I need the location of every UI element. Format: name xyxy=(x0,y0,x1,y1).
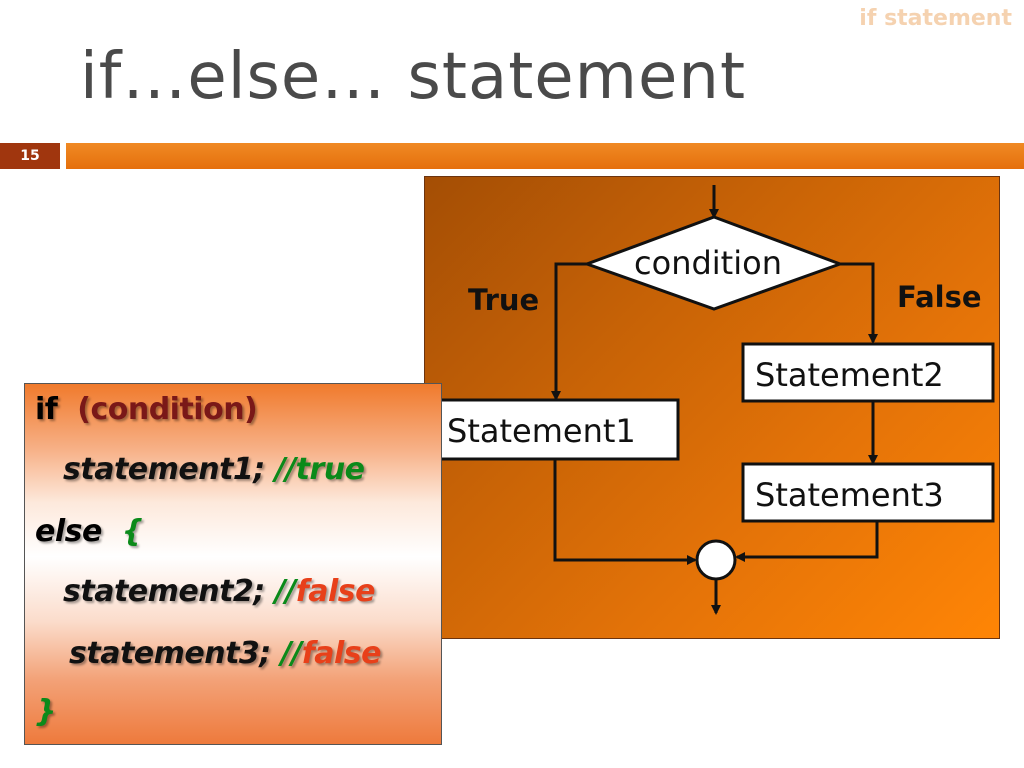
flowchart-svg: condition True False Statement1 Statemen… xyxy=(434,185,995,615)
statement1-box xyxy=(434,398,680,461)
header-tag: if statement xyxy=(859,6,1012,31)
condition-expression: (condition) xyxy=(77,392,258,427)
statement1-merge-line xyxy=(553,459,697,565)
close-brace: } xyxy=(35,694,56,729)
statement3-code: statement3; xyxy=(69,636,271,671)
comment-prefix: // xyxy=(274,574,296,609)
code-line-statement2: statement2; //false xyxy=(63,574,375,609)
false-comment: false xyxy=(301,636,382,671)
code-line-statement1: statement1; //true xyxy=(63,452,365,487)
slide-number: 15 xyxy=(0,143,60,169)
code-box: if (condition) statement1; //true else {… xyxy=(24,383,442,745)
flowchart-panel: condition True False Statement1 Statemen… xyxy=(424,176,1000,639)
code-line-statement3: statement3; //false xyxy=(69,636,381,671)
false-branch-line xyxy=(840,262,878,344)
slide-title: if…else… statement xyxy=(80,40,747,114)
statement3-box xyxy=(741,462,995,523)
true-branch-line xyxy=(551,262,587,401)
condition-label: condition xyxy=(634,244,782,282)
keyword-else: else xyxy=(35,514,102,549)
statement1-label: Statement1 xyxy=(447,412,636,450)
comment-prefix: // xyxy=(280,636,302,671)
code-line-else: else { xyxy=(35,514,143,549)
accent-bar xyxy=(66,143,1024,169)
statement2-label: Statement2 xyxy=(755,356,944,394)
false-label: False xyxy=(897,280,982,314)
merge-circle xyxy=(695,539,737,581)
statement3-merge-line xyxy=(735,521,879,562)
condition-diamond xyxy=(582,215,845,311)
true-comment: //true xyxy=(274,452,365,487)
statement2-box xyxy=(741,342,995,403)
open-brace: { xyxy=(121,514,143,549)
keyword-if: if xyxy=(35,392,58,427)
false-comment: false xyxy=(295,574,376,609)
statement2-code: statement2; xyxy=(63,574,265,609)
code-line-close: } xyxy=(35,694,56,729)
statement1-code: statement1; xyxy=(63,452,265,487)
statement3-label: Statement3 xyxy=(755,476,944,514)
code-line-if: if (condition) xyxy=(35,392,258,427)
true-label: True xyxy=(468,283,539,317)
